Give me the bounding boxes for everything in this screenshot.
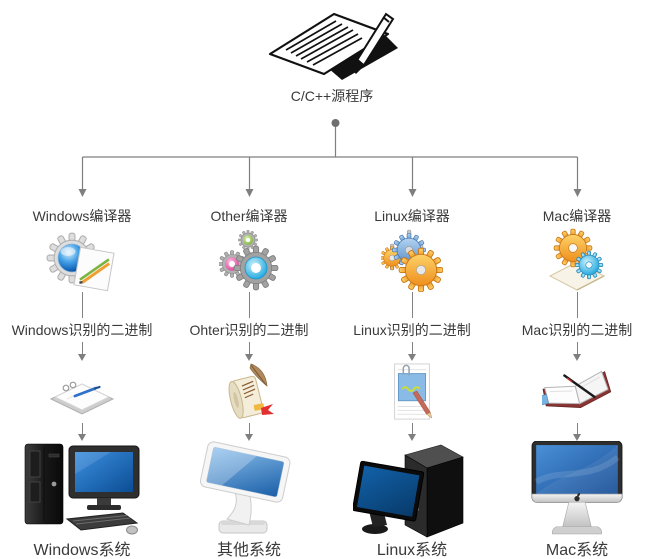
arrow-down-icon <box>573 354 581 361</box>
system-label: Windows系统 <box>33 542 131 559</box>
flow-tree-connector <box>78 119 582 197</box>
compiler-label: Windows编译器 <box>32 208 132 224</box>
compiler-label: Mac编译器 <box>542 208 612 224</box>
arrow-down-icon <box>408 434 416 441</box>
arrow-down-icon <box>245 354 253 361</box>
notepad-blue-pen-icon <box>49 361 115 423</box>
connector-arrow <box>245 423 253 441</box>
flow-column-windows: Windows编译器 Windows识别的二进制 <box>0 204 167 559</box>
connector-arrow <box>408 423 416 441</box>
tower-with-monitor-icon <box>353 441 471 539</box>
connector-line <box>411 292 413 318</box>
binary-label: Windows识别的二进制 <box>11 322 153 338</box>
kiosk-terminal-icon <box>199 441 299 539</box>
gear-globe-document-icon <box>44 228 120 292</box>
gears-with-axles-icon <box>381 228 443 292</box>
flow-column-other: Other编译器 Ohter识别的二进制 <box>164 204 334 559</box>
source-code-document-pen-icon <box>262 4 402 87</box>
compiler-label: Linux编译器 <box>374 208 450 224</box>
binary-label: Ohter识别的二进制 <box>189 322 309 338</box>
desktop-pc-tower-monitor-icon <box>23 441 141 539</box>
scroll-quill-icon <box>221 361 277 423</box>
binary-label: Mac识别的二进制 <box>521 322 633 338</box>
system-label: Mac系统 <box>545 542 609 559</box>
arrow-down-icon <box>245 434 253 441</box>
connector-arrow <box>573 342 581 361</box>
connector-arrow <box>245 342 253 361</box>
source-title: C/C++源程序 <box>290 88 374 104</box>
connector-line <box>248 292 250 318</box>
arrow-down-icon <box>408 354 416 361</box>
system-label: Linux系统 <box>376 542 448 559</box>
connector-arrow <box>78 423 86 441</box>
flow-column-linux: Linux编译器 Linux识别的二进制 <box>327 204 497 559</box>
connector-arrow <box>78 342 86 361</box>
connector-line <box>81 292 83 318</box>
colored-gears-icon <box>219 228 279 292</box>
compiler-label: Other编译器 <box>210 208 288 224</box>
gears-on-paper-icon <box>546 228 608 292</box>
document-note-pencil-icon <box>389 361 435 423</box>
arrow-down-icon <box>573 434 581 441</box>
arrow-down-icon <box>78 434 86 441</box>
imac-icon <box>525 441 629 539</box>
flow-column-mac: Mac编译器 Mac识别的二进制 <box>492 204 654 559</box>
connector-arrow <box>573 423 581 441</box>
connector-line <box>576 292 578 318</box>
arrow-down-icon <box>78 354 86 361</box>
connector-arrow <box>408 342 416 361</box>
open-book-pen-icon <box>542 361 612 423</box>
system-label: 其他系统 <box>216 542 281 559</box>
binary-label: Linux识别的二进制 <box>353 322 471 338</box>
